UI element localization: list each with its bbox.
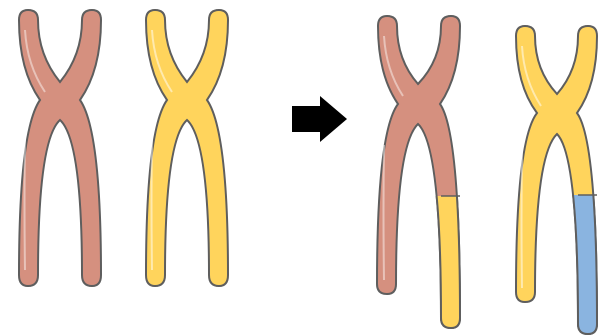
right-arrow-icon — [292, 96, 347, 142]
chromosome-yellow-after — [516, 26, 597, 334]
chromosome-salmon-after — [377, 16, 460, 328]
chromosome-salmon-before — [19, 10, 101, 286]
chromosome-yellow-before — [146, 10, 228, 286]
